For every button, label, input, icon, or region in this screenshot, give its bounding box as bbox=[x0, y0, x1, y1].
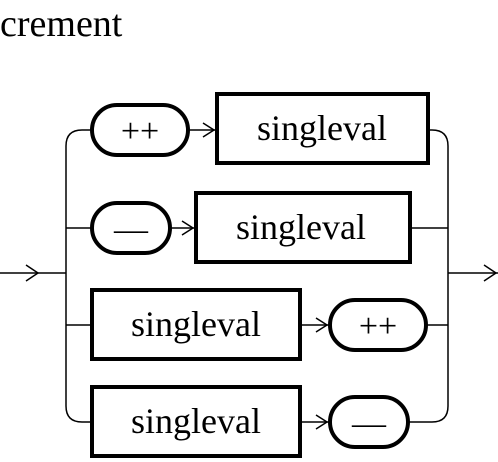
nonterminal-node bbox=[215, 92, 430, 165]
flow-arrow-icon bbox=[315, 414, 329, 430]
nonterminal-label: singleval bbox=[131, 304, 261, 344]
nonterminal-node bbox=[90, 385, 302, 458]
entry-arrow-icon bbox=[25, 264, 40, 282]
alternative-post-decrement: singleval — bbox=[90, 385, 410, 458]
exit-arrow-icon bbox=[483, 264, 498, 282]
terminal-node bbox=[328, 395, 410, 449]
flow-arrow-icon bbox=[202, 122, 216, 138]
nonterminal-label: singleval bbox=[236, 207, 366, 247]
nonterminal-label: singleval bbox=[131, 401, 261, 441]
terminal-label: — bbox=[113, 211, 149, 248]
entry-track bbox=[0, 264, 66, 282]
rule-title: crement bbox=[0, 3, 123, 45]
terminal-label: ++ bbox=[121, 113, 159, 150]
left-branch-rail bbox=[65, 129, 92, 423]
alternative-pre-increment: ++ singleval bbox=[90, 92, 430, 165]
terminal-label: — bbox=[351, 405, 387, 442]
exit-track bbox=[448, 264, 498, 282]
alternative-pre-decrement: — singleval bbox=[90, 191, 412, 264]
terminal-node bbox=[328, 298, 428, 352]
terminal-label: ++ bbox=[359, 308, 397, 345]
nonterminal-label: singleval bbox=[257, 108, 387, 148]
nonterminal-node bbox=[194, 191, 412, 264]
flow-arrow-icon bbox=[315, 317, 329, 333]
alternative-post-increment: singleval ++ bbox=[90, 288, 428, 361]
right-branch-rail bbox=[408, 129, 449, 423]
flow-arrow-icon bbox=[181, 220, 195, 236]
